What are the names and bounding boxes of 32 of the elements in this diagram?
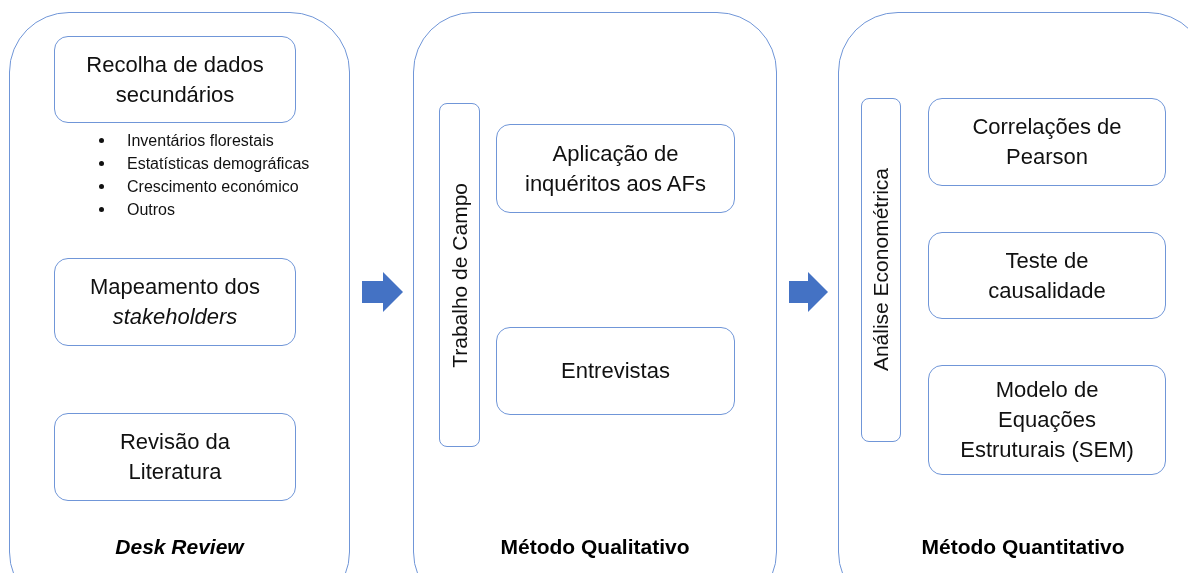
process-box	[928, 232, 1166, 319]
panel-heading: Desk Review	[115, 535, 244, 559]
vertical-label-bar	[861, 98, 901, 442]
box-label: Recolha de dados secundários	[85, 50, 265, 109]
panel-heading: Método Quantitativo	[921, 535, 1125, 559]
bullet-item: Estatísticas demográficas	[127, 154, 310, 174]
bullet-item: Inventários florestais	[127, 131, 274, 151]
process-box	[928, 365, 1166, 475]
box-label: Entrevistas	[560, 357, 671, 385]
block-arrow	[362, 272, 403, 312]
process-box	[928, 98, 1166, 186]
box-label: Mapeamento dos stakeholders	[89, 273, 261, 331]
process-box	[54, 258, 296, 346]
block-arrow	[789, 272, 828, 312]
panel-heading: Método Qualitativo	[500, 535, 690, 559]
vertical-label: Trabalho de Campo	[447, 182, 472, 368]
box-label: Revisão da Literatura	[118, 428, 232, 486]
process-box	[54, 413, 296, 501]
box-label: Aplicação de inquéritos aos AFs	[524, 139, 707, 198]
process-box	[496, 327, 735, 415]
method-panel	[838, 12, 1188, 573]
vertical-label-bar	[439, 103, 480, 447]
process-box	[54, 36, 296, 123]
box-label: Teste de causalidade	[987, 246, 1107, 305]
method-panel	[9, 12, 350, 573]
vertical-label: Análise Econométrica	[869, 168, 893, 372]
bullet-item: Crescimento económico	[127, 177, 299, 197]
box-label: Modelo de Equações Estruturais (SEM)	[959, 376, 1135, 464]
method-panel	[413, 12, 777, 573]
bullet-item: Outros	[127, 200, 175, 220]
process-box	[496, 124, 735, 213]
box-label: Correlações de Pearson	[971, 113, 1123, 171]
